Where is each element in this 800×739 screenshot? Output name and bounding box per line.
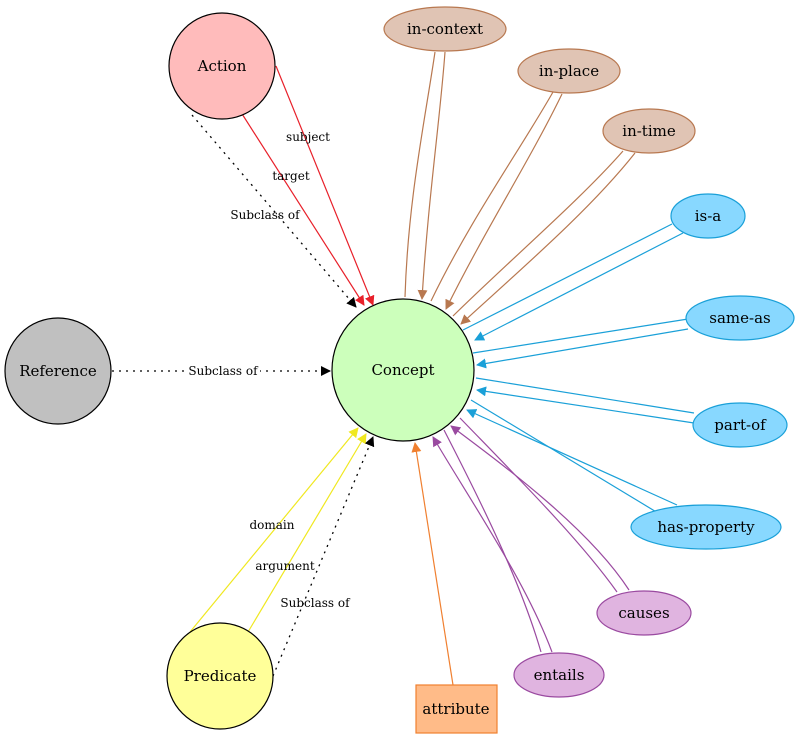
- edge-part-of-out: [475, 377, 695, 414]
- node-in-time-label: in-time: [622, 122, 676, 140]
- edge-is-a-out: [462, 223, 673, 331]
- node-same-as[interactable]: same-as: [685, 295, 795, 341]
- node-predicate[interactable]: Predicate: [166, 622, 274, 730]
- node-in-time[interactable]: in-time: [602, 108, 696, 154]
- node-reference[interactable]: Reference: [4, 317, 112, 425]
- node-in-time-shape: [602, 108, 696, 154]
- node-part-of-label: part-of: [714, 416, 767, 434]
- node-is-a-shape: [670, 193, 746, 239]
- node-attribute-shape: [415, 684, 498, 734]
- edge-has-property-out: [470, 399, 659, 514]
- node-is-a-label: is-a: [695, 207, 722, 225]
- node-has-property[interactable]: has-property: [630, 504, 782, 550]
- edge-is-a-in: [474, 232, 684, 341]
- edge-labels: subject target Subclass of Subclass of d…: [186, 130, 351, 610]
- edge-attribute: [411, 442, 454, 686]
- node-attribute-label: attribute: [422, 700, 489, 718]
- node-attribute[interactable]: attribute: [415, 684, 498, 734]
- edges: [112, 51, 695, 686]
- node-entails[interactable]: entails: [513, 652, 605, 698]
- edge-in-context-out: [404, 51, 436, 298]
- edge-label-target: target: [272, 169, 309, 183]
- node-reference-shape: [4, 317, 112, 425]
- edge-same-as-in: [476, 328, 689, 369]
- node-in-context-shape: [383, 6, 507, 52]
- edge-label-argument: argument: [255, 559, 315, 573]
- edge-entails-out: [443, 429, 542, 653]
- node-causes[interactable]: causes: [596, 590, 692, 636]
- edge-in-place-out: [430, 91, 554, 302]
- node-is-a[interactable]: is-a: [670, 193, 746, 239]
- edge-label-action-subclass: Subclass of: [230, 208, 301, 222]
- nodes: Concept Action Reference Predicate in-co…: [4, 6, 795, 734]
- node-reference-label: Reference: [19, 362, 97, 380]
- edge-action-target: [236, 105, 365, 306]
- node-causes-shape: [596, 590, 692, 636]
- node-predicate-shape: [166, 622, 274, 730]
- node-action-shape: [168, 12, 276, 120]
- node-action-label: Action: [197, 57, 247, 75]
- edge-label-domain: domain: [249, 518, 294, 532]
- node-in-place-shape: [517, 48, 621, 94]
- edge-label-reference-subclass: Subclass of: [188, 364, 259, 378]
- edge-part-of-in: [476, 386, 695, 424]
- edge-entails-in: [432, 436, 553, 653]
- node-has-property-shape: [630, 504, 782, 550]
- edge-in-context-in: [417, 51, 446, 300]
- node-entails-label: entails: [534, 666, 585, 684]
- edge-in-place-in: [445, 93, 563, 310]
- edge-causes-in: [450, 425, 630, 591]
- node-concept-shape: [331, 298, 475, 442]
- edge-in-time-out: [452, 150, 624, 317]
- node-entails-shape: [513, 652, 605, 698]
- node-in-context-label: in-context: [407, 20, 483, 38]
- node-concept-label: Concept: [371, 361, 434, 379]
- edge-in-time-in: [460, 152, 636, 325]
- edge-same-as-out: [472, 318, 689, 354]
- node-part-of[interactable]: part-of: [692, 402, 788, 448]
- edge-predicate-subclass: [272, 436, 375, 677]
- node-same-as-shape: [685, 295, 795, 341]
- edge-has-property-in: [466, 409, 678, 506]
- edge-label-subject: subject: [286, 130, 330, 144]
- edge-action-subject: [275, 65, 375, 306]
- node-causes-label: causes: [618, 604, 669, 622]
- node-part-of-shape: [692, 402, 788, 448]
- edge-predicate-domain: [189, 427, 359, 633]
- node-action[interactable]: Action: [168, 12, 276, 120]
- edge-action-subclass: [191, 114, 357, 308]
- node-same-as-label: same-as: [709, 309, 770, 327]
- edge-causes-out: [459, 417, 618, 593]
- node-in-place-label: in-place: [539, 62, 599, 80]
- edge-label-predicate-subclass: Subclass of: [280, 596, 351, 610]
- node-has-property-label: has-property: [657, 518, 755, 536]
- edge-predicate-argument: [247, 433, 367, 633]
- node-in-place[interactable]: in-place: [517, 48, 621, 94]
- node-concept[interactable]: Concept: [331, 298, 475, 442]
- node-in-context[interactable]: in-context: [383, 6, 507, 52]
- node-predicate-label: Predicate: [184, 667, 257, 685]
